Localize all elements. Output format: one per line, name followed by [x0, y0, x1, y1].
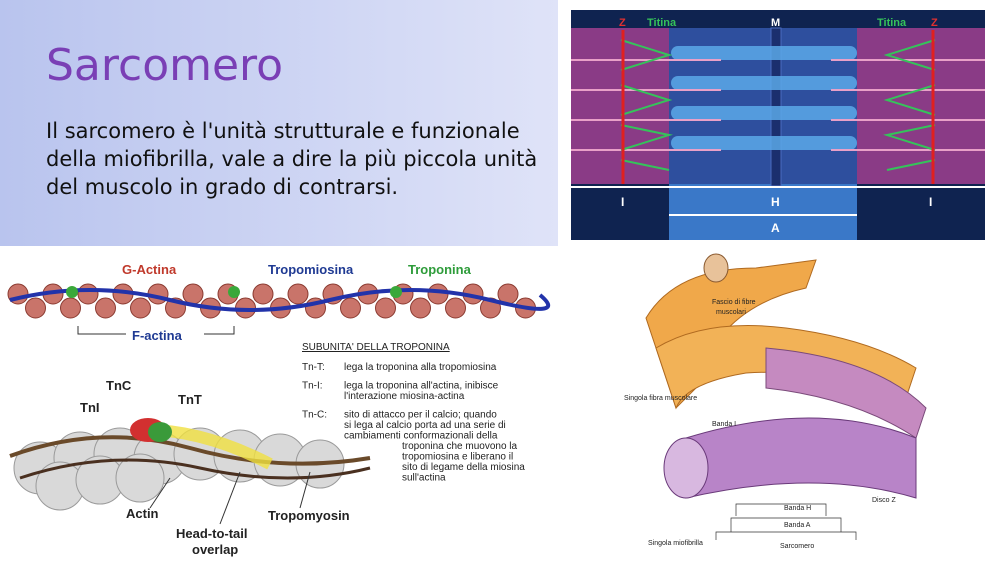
banda-a-label: Banda A [784, 522, 811, 529]
fascio-label-1: Fascio di fibre [712, 299, 756, 306]
muscle-structure-diagram: Fascio di fibre muscolari Singola fibra … [616, 248, 946, 558]
tnt-label: TnT [178, 392, 202, 407]
tni-label: TnI [80, 400, 100, 415]
title-panel [0, 0, 558, 246]
legend-item-line: tropomiosina e liberano il [402, 452, 513, 463]
legend-item-line: l'interazione miosina-actina [344, 391, 465, 402]
legend-item-line: sito di legame della miosina [402, 462, 525, 473]
z-label-left: Z [619, 17, 626, 29]
slide-title: Sarcomero [46, 40, 284, 91]
g-actin-bead [287, 283, 309, 305]
troponina-label: Troponina [408, 262, 472, 277]
tropomiosina-label: Tropomiosina [268, 262, 354, 277]
disco-z-label: Disco Z [872, 497, 896, 504]
tropomyosin-label: Tropomyosin [268, 508, 350, 523]
g-actin-bead [427, 283, 449, 305]
singola-fibra-label: Singola fibra muscolare [624, 395, 697, 402]
g-actin-bead [252, 283, 274, 305]
g-actin-bead [95, 297, 116, 319]
legend-item-line: sito di attacco per il calcio; quando [344, 410, 497, 421]
troponin-complexes [66, 286, 402, 298]
legend-item-code: Tn-C: [302, 410, 327, 421]
actin-label: Actin [126, 506, 159, 521]
a-band-label: A [771, 221, 780, 235]
legend-item-code: Tn-T: [302, 362, 325, 373]
thin-filament-diagram: G-Actina Tropomiosina Troponina F-actina [0, 250, 560, 350]
head-to-tail-label: Head-to-tail [176, 526, 248, 541]
troponin-complex-diagram: TnC TnI TnT Actin Tropomyosin Head-to-ta… [0, 368, 380, 560]
tnc-subunit [148, 422, 172, 442]
g-actin-bead [375, 297, 396, 319]
tnc-label: TnC [106, 378, 132, 393]
g-actin-bead [182, 283, 204, 305]
i-band-label-left: I [621, 195, 624, 209]
i-band-label-right: I [929, 195, 932, 209]
g-actina-label: G-Actina [122, 262, 177, 277]
tropomyosin-strand [9, 288, 551, 312]
slide-body-text: Il sarcomero è l'unità strutturale e fun… [46, 119, 538, 199]
g-actin-bead [77, 283, 99, 305]
z-label-right: Z [931, 17, 938, 29]
actin-spheres [13, 427, 345, 511]
sarcomere-diagram: Z Titina M Titina Z I H I A [571, 10, 985, 240]
sarcomero-label: Sarcomero [780, 543, 814, 550]
g-actin-bead [445, 297, 466, 319]
troponin-legend: SUBUNITA' DELLA TROPONINA Tn-T: lega la t… [302, 338, 582, 488]
g-actin-bead [60, 297, 81, 319]
legend-item-line: troponina che muovono la [402, 441, 518, 452]
g-actin-bead [130, 297, 151, 319]
singola-miofibrilla-label: Singola miofibrilla [648, 540, 703, 547]
banda-i-label: Banda I [712, 421, 736, 428]
g-actin-bead [410, 297, 431, 319]
legend-item-line: lega la troponina all'actina, inibisce [344, 381, 499, 392]
legend-items: Tn-T: lega la troponina alla tropomiosina… [302, 362, 525, 484]
m-label: M [771, 17, 780, 29]
overlap-label: overlap [192, 542, 238, 557]
banda-h-label: Banda H [784, 505, 811, 512]
fascio-label-2: muscolari [716, 309, 746, 316]
h-zone-label: H [771, 195, 780, 209]
f-actina-label: F-actina [132, 328, 183, 343]
legend-item-line: sull'actina [402, 473, 446, 484]
legend-item-line: lega la troponina alla tropomiosina [344, 362, 497, 373]
g-actin-bead [340, 297, 361, 319]
myofibril-cylinder [685, 417, 917, 499]
legend-heading: SUBUNITA' DELLA TROPONINA [302, 342, 450, 353]
titina-label-right: Titina [877, 17, 907, 29]
legend-item-line: cambiamenti conformazionali della [344, 431, 498, 442]
titina-label-left: Titina [647, 17, 677, 29]
legend-item-code: Tn-I: [302, 381, 323, 392]
tropomyosin-strand-2 [9, 435, 371, 466]
g-actin-bead [25, 297, 46, 319]
legend-item-line: si lega al calcio porta ad una serie di [344, 420, 506, 431]
